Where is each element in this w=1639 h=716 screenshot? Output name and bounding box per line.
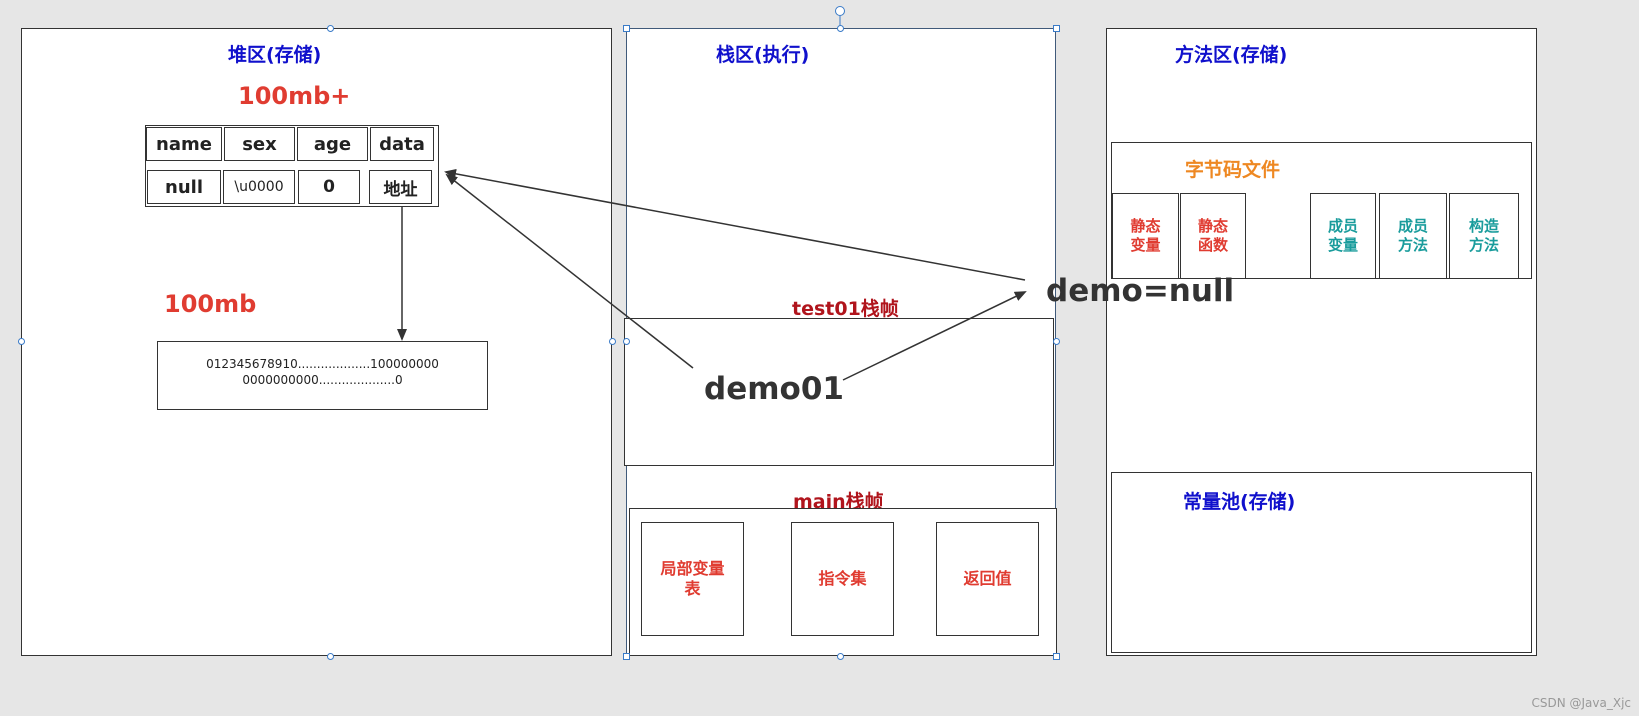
heap-handle-left[interactable] bbox=[18, 338, 25, 345]
local-variable-table-box: 局部变量表 bbox=[641, 522, 744, 636]
data-array-line2: 0000000000....................0 bbox=[242, 373, 403, 387]
table-header-data: data bbox=[370, 127, 434, 161]
demo01-to-object-arrow bbox=[445, 173, 694, 369]
table-header-age: age bbox=[297, 127, 368, 161]
instruction-set-box: 指令集 bbox=[791, 522, 894, 636]
member-variable-box: 成员变量 bbox=[1310, 193, 1376, 279]
stack-handle-right[interactable] bbox=[1053, 338, 1060, 345]
stack-handle-br[interactable] bbox=[1053, 653, 1060, 660]
method-area-title: 方法区(存储) bbox=[1175, 44, 1288, 66]
heap-handle-right[interactable] bbox=[609, 338, 616, 345]
demo-null-label: demo=null bbox=[1046, 273, 1235, 309]
stack-rotate-handle[interactable] bbox=[835, 6, 845, 16]
stack-handle-bl[interactable] bbox=[623, 653, 630, 660]
heap-size-label: 100mb+ bbox=[238, 82, 351, 110]
stack-handle-bottom[interactable] bbox=[837, 653, 844, 660]
table-header-sex: sex bbox=[224, 127, 295, 161]
constant-pool-label: 常量池(存储) bbox=[1183, 491, 1296, 513]
stack-handle-tl[interactable] bbox=[623, 25, 630, 32]
data-array-box bbox=[157, 341, 488, 410]
constructor-method-box: 构造方法 bbox=[1449, 193, 1519, 279]
table-value-data-address: 地址 bbox=[369, 170, 432, 204]
test01-frame-label: test01栈帧 bbox=[792, 298, 899, 320]
demo-null-to-object-arrow bbox=[444, 168, 1026, 281]
stack-handle-tr[interactable] bbox=[1053, 25, 1060, 32]
return-value-box: 返回值 bbox=[936, 522, 1039, 636]
stack-title: 栈区(执行) bbox=[716, 44, 810, 66]
data-array-line1: 012345678910...................100000000 bbox=[206, 357, 439, 371]
watermark: CSDN @Java_Xjc bbox=[1531, 696, 1631, 710]
constant-pool-box bbox=[1111, 472, 1532, 653]
heap-handle-top[interactable] bbox=[327, 25, 334, 32]
heap-title: 堆区(存储) bbox=[228, 44, 322, 66]
table-value-name: null bbox=[147, 170, 221, 204]
main-frame-label: main栈帧 bbox=[793, 491, 884, 513]
table-value-age: 0 bbox=[298, 170, 360, 204]
array-size-label: 100mb bbox=[164, 290, 257, 318]
stack-handle-left[interactable] bbox=[623, 338, 630, 345]
static-variable-box: 静态变量 bbox=[1112, 193, 1179, 279]
test01-stack-frame bbox=[624, 318, 1054, 466]
static-function-box: 静态函数 bbox=[1180, 193, 1246, 279]
demo01-to-demo-null-arrow bbox=[842, 291, 1027, 381]
bytecode-file-label: 字节码文件 bbox=[1185, 159, 1281, 181]
heap-handle-bottom[interactable] bbox=[327, 653, 334, 660]
demo01-label: demo01 bbox=[704, 371, 844, 407]
member-method-box: 成员方法 bbox=[1379, 193, 1447, 279]
stack-handle-top[interactable] bbox=[837, 25, 844, 32]
table-header-name: name bbox=[146, 127, 222, 161]
table-value-sex: \u0000 bbox=[223, 170, 295, 204]
